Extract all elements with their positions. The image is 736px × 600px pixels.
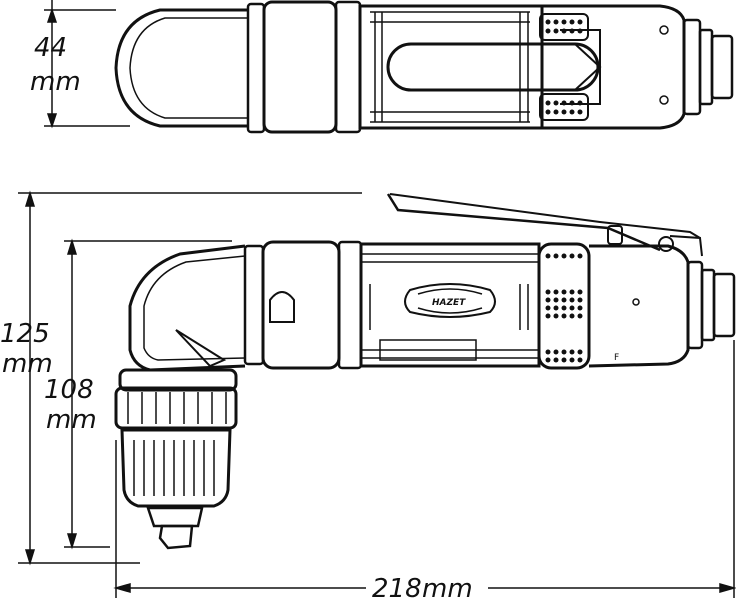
top-grip-dots bbox=[545, 19, 583, 115]
dimension-218 bbox=[113, 340, 736, 598]
dim-125-value: 125 bbox=[0, 319, 50, 349]
dimension-108 bbox=[64, 238, 232, 550]
dimension-44 bbox=[44, 0, 130, 129]
dim-125-unit: mm bbox=[2, 349, 53, 379]
dim-44-value: 44 bbox=[34, 33, 67, 63]
chuck-grooves-upper bbox=[127, 392, 227, 424]
top-view bbox=[114, 0, 734, 134]
chuck-grooves-lower bbox=[133, 440, 215, 496]
side-view: HAZET F bbox=[114, 193, 736, 550]
dim-44-unit: mm bbox=[30, 67, 81, 97]
side-grip-dots bbox=[545, 253, 583, 363]
dim-108-unit: mm bbox=[46, 405, 97, 435]
dim-108-value: 108 bbox=[44, 375, 94, 405]
dim-218-label-bg bbox=[366, 572, 488, 598]
hazet-logo-text: HAZET bbox=[432, 298, 466, 308]
top-body-ribs bbox=[370, 11, 530, 123]
hazet-logo bbox=[404, 283, 496, 318]
dimension-125 bbox=[18, 190, 362, 566]
dim-218-value: 218 bbox=[372, 574, 422, 600]
side-body-ribs bbox=[361, 253, 539, 361]
dim-218-unit: mm bbox=[422, 574, 473, 600]
direction-marking: F bbox=[614, 353, 619, 363]
